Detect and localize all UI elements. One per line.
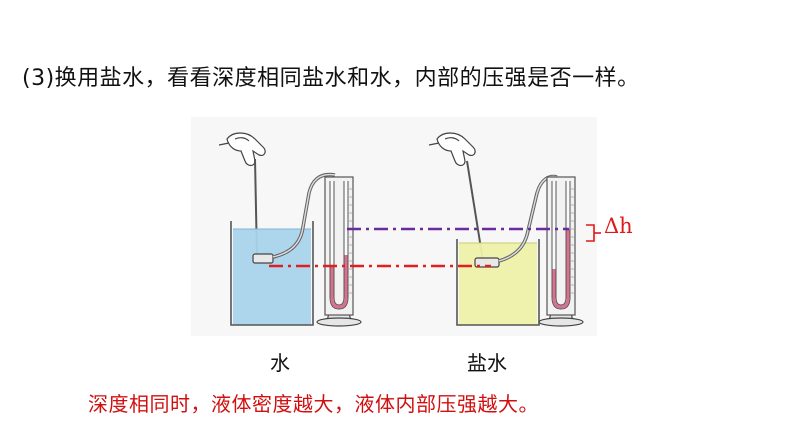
- delta-h-label: Δh: [604, 214, 633, 238]
- manometer-right: [538, 176, 584, 327]
- delta-h-bracket: [586, 224, 601, 242]
- water-setup: [218, 132, 362, 327]
- hand-icon: [218, 132, 266, 167]
- caption-water: 水: [270, 351, 290, 375]
- salt-water-setup: [428, 132, 584, 327]
- hand-icon: [428, 132, 476, 167]
- conclusion-text: 深度相同时，液体密度越大，液体内部压强越大。: [88, 392, 539, 416]
- probe-head-left: [252, 253, 274, 264]
- caption-salt-water: 盐水: [467, 351, 507, 375]
- manometer-left: [316, 176, 362, 327]
- page-title: (3)换用盐水，看看深度相同盐水和水，内部的压强是否一样。: [22, 66, 640, 91]
- beaker-water: [230, 221, 314, 326]
- experiment-figure: [191, 117, 597, 336]
- beaker-salt-water: [456, 239, 540, 326]
